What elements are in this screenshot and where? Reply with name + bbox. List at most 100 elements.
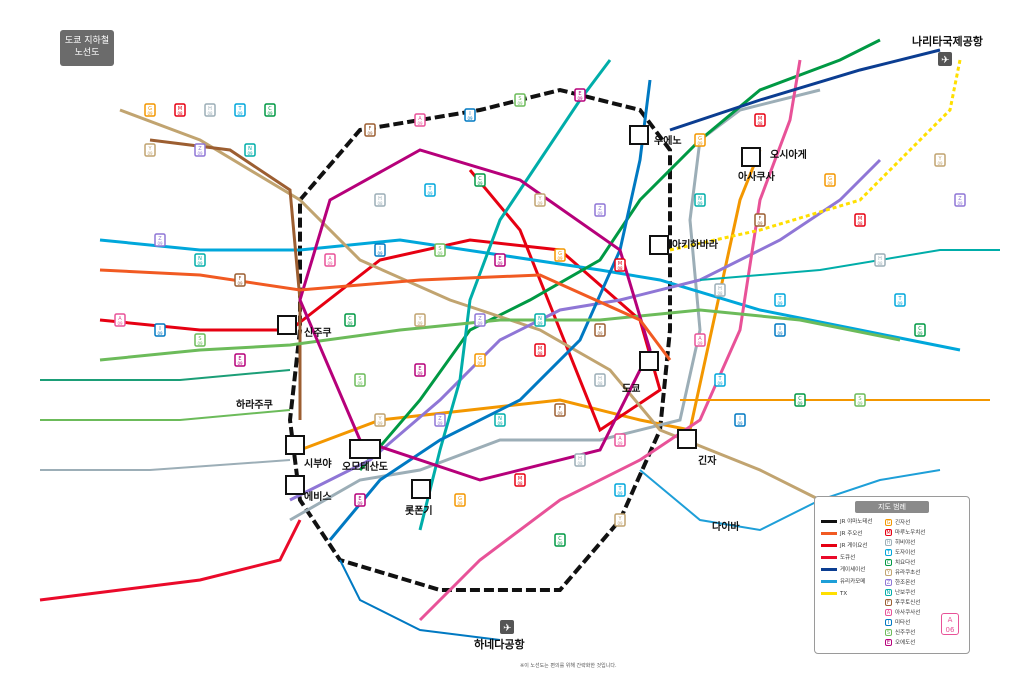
station-badge[interactable] xyxy=(424,183,436,197)
station-badge[interactable] xyxy=(374,193,386,207)
airport-label-narita[interactable]: 나리타국제공항 xyxy=(912,34,983,48)
hub-label-akihabara[interactable]: 아키하바라 xyxy=(672,238,719,251)
hub-marker-ueno[interactable] xyxy=(629,125,649,145)
station-badge[interactable] xyxy=(354,493,366,507)
station-badge[interactable] xyxy=(514,473,526,487)
hub-marker-tokyo[interactable] xyxy=(639,351,659,371)
hub-marker-asakusa[interactable] xyxy=(741,147,761,167)
station-badge[interactable] xyxy=(614,483,626,497)
station-badge[interactable] xyxy=(414,363,426,377)
hub-label-shinjuku[interactable]: 신주쿠 xyxy=(304,326,332,339)
station-badge[interactable] xyxy=(774,323,786,337)
station-badge[interactable] xyxy=(144,143,156,157)
station-badge[interactable] xyxy=(874,253,886,267)
station-badge[interactable] xyxy=(534,193,546,207)
hub-marker-shibuya[interactable] xyxy=(285,435,305,455)
hub-marker-roppongi[interactable] xyxy=(411,479,431,499)
station-badge[interactable] xyxy=(554,403,566,417)
station-badge[interactable] xyxy=(464,108,476,122)
station-badge[interactable] xyxy=(774,293,786,307)
station-badge[interactable] xyxy=(574,453,586,467)
station-badge[interactable] xyxy=(854,393,866,407)
station-badge[interactable] xyxy=(554,248,566,262)
station-badge[interactable] xyxy=(694,133,706,147)
station-badge[interactable] xyxy=(514,93,526,107)
station-badge[interactable] xyxy=(714,373,726,387)
hub-label-ueno[interactable]: 우에노 xyxy=(654,134,682,147)
station-badge[interactable] xyxy=(934,153,946,167)
hub-marker-ebisu[interactable] xyxy=(285,475,305,495)
hub-label-harajuku[interactable]: 하라주쿠 xyxy=(236,398,273,411)
station-badge[interactable] xyxy=(754,113,766,127)
station-badge[interactable] xyxy=(534,313,546,327)
hub-label-omotesando[interactable]: 오모테산도 xyxy=(342,460,388,473)
hub-marker-omotesando[interactable] xyxy=(349,439,381,459)
station-badge[interactable] xyxy=(354,373,366,387)
station-badge[interactable] xyxy=(154,233,166,247)
hub-marker-akihabara[interactable] xyxy=(649,235,669,255)
hub-label-tokyo[interactable]: 도쿄 xyxy=(622,383,640,395)
station-badge[interactable] xyxy=(734,413,746,427)
station-badge[interactable] xyxy=(264,103,276,117)
hub-label-ginza[interactable]: 긴자 xyxy=(698,454,717,467)
station-badge[interactable] xyxy=(554,533,566,547)
station-badge[interactable] xyxy=(494,413,506,427)
station-badge[interactable] xyxy=(824,173,836,187)
station-badge[interactable] xyxy=(234,273,246,287)
station-badge[interactable] xyxy=(614,258,626,272)
station-badge[interactable] xyxy=(434,413,446,427)
station-badge[interactable] xyxy=(414,113,426,127)
station-badge[interactable] xyxy=(854,213,866,227)
station-badge[interactable] xyxy=(154,323,166,337)
station-badge[interactable] xyxy=(414,313,426,327)
station-badge[interactable] xyxy=(434,243,446,257)
station-badge[interactable] xyxy=(234,353,246,367)
station-badge[interactable] xyxy=(244,143,256,157)
hub-label-roppongi[interactable]: 롯폰기 xyxy=(405,504,433,517)
station-badge[interactable] xyxy=(114,313,126,327)
station-badge[interactable] xyxy=(614,513,626,527)
station-badge[interactable] xyxy=(234,103,246,117)
station-badge[interactable] xyxy=(494,253,506,267)
station-badge[interactable] xyxy=(374,413,386,427)
station-badge[interactable] xyxy=(614,433,626,447)
station-badge[interactable] xyxy=(324,253,336,267)
station-badge[interactable] xyxy=(344,313,356,327)
station-badge[interactable] xyxy=(374,243,386,257)
station-badge[interactable] xyxy=(594,323,606,337)
station-badge[interactable] xyxy=(194,143,206,157)
station-badge[interactable] xyxy=(754,213,766,227)
station-badge[interactable] xyxy=(474,353,486,367)
station-badge[interactable] xyxy=(194,253,206,267)
hub-marker-ginza[interactable] xyxy=(677,429,697,449)
station-badge-code: M xyxy=(178,106,182,112)
station-badge-num: 08 xyxy=(617,266,623,271)
station-badge[interactable] xyxy=(364,123,376,137)
station-badge[interactable] xyxy=(204,103,216,117)
hub-label-ebisu[interactable]: 에비스 xyxy=(304,490,332,503)
station-badge[interactable] xyxy=(174,103,186,117)
station-badge[interactable] xyxy=(954,193,966,207)
hub-label-oshiage[interactable]: 오시아게 xyxy=(770,148,807,161)
station-badge[interactable] xyxy=(694,193,706,207)
station-badge[interactable] xyxy=(534,343,546,357)
airport-label-haneda[interactable]: 하네다공항 xyxy=(474,637,525,651)
station-badge[interactable] xyxy=(454,493,466,507)
hub-marker-shinjuku[interactable] xyxy=(277,315,297,335)
station-badge[interactable] xyxy=(694,333,706,347)
hub-label-daiba[interactable]: 다이바 xyxy=(712,520,740,533)
station-badge[interactable] xyxy=(144,103,156,117)
station-badge[interactable] xyxy=(594,203,606,217)
hub-label-shibuya[interactable]: 시부야 xyxy=(304,457,332,470)
hub-label-asakusa[interactable]: 아사쿠사 xyxy=(738,170,776,183)
station-badge[interactable] xyxy=(894,293,906,307)
station-badge[interactable] xyxy=(474,173,486,187)
station-badge[interactable] xyxy=(914,323,926,337)
station-badge[interactable] xyxy=(794,393,806,407)
legend-swatch xyxy=(821,520,837,523)
station-badge[interactable] xyxy=(594,373,606,387)
station-badge[interactable] xyxy=(574,88,586,102)
station-badge[interactable] xyxy=(714,283,726,297)
station-badge[interactable] xyxy=(474,313,486,327)
station-badge[interactable] xyxy=(194,333,206,347)
